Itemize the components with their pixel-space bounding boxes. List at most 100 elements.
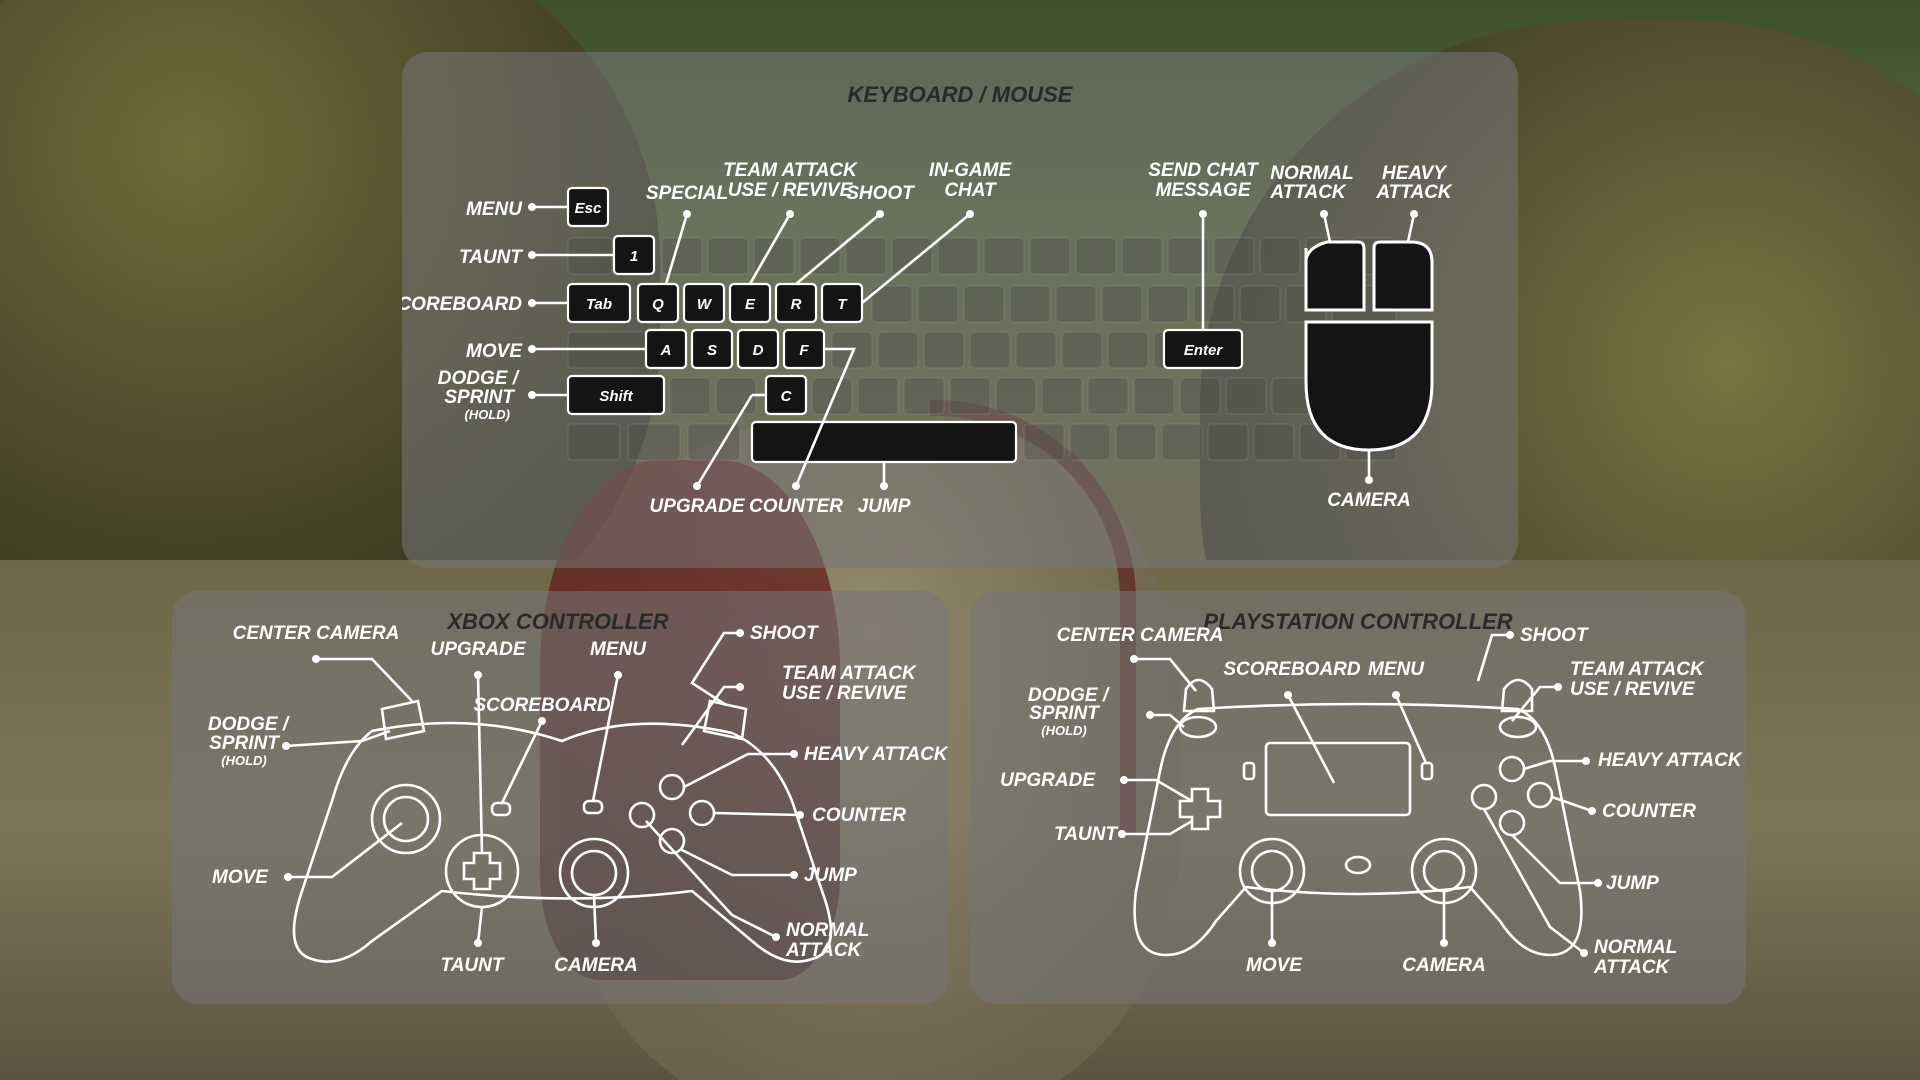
xbox-controller-panel: XBOX CONTROLLER CENTER CAMERA UPGRADE ME… [172, 591, 948, 1004]
kb-label-dodge-line1: DODGE / [438, 368, 520, 389]
xbox-label-shoot: SHOOT [750, 623, 819, 644]
ps-label-taunt: TAUNT [1054, 824, 1118, 845]
ps-label-upgrade: UPGRADE [1000, 770, 1096, 791]
ps-label-camera: CAMERA [1402, 955, 1485, 976]
kb-label-dodge-line2: SPRINT [444, 387, 515, 408]
mouse-label-heavy-line1: HEAVY [1382, 163, 1448, 184]
key-r: R [774, 282, 818, 324]
kb-label-taunt: TAUNT [459, 247, 523, 268]
key-spacebar [750, 420, 1018, 464]
kb-label-counter: COUNTER [749, 496, 843, 517]
kb-label-chat-line1: IN-GAME [929, 160, 1013, 181]
playstation-panel-title: PLAYSTATION CONTROLLER [1203, 609, 1512, 634]
ps-label-team-line2: USE / REVIVE [1570, 679, 1696, 700]
key-esc-label: Esc [575, 200, 602, 217]
kb-label-menu: MENU [466, 199, 523, 220]
xbox-label-team-line1: TEAM ATTACK [782, 663, 917, 684]
key-e-label: E [745, 296, 756, 313]
mouse-label-normal-line1: NORMAL [1270, 163, 1353, 184]
xbox-label-counter: COUNTER [812, 805, 906, 826]
key-enter: Enter [1162, 328, 1244, 370]
keyboard-mouse-panel: KEYBOARD / MOUSE [402, 52, 1518, 568]
xbox-label-menu: MENU [590, 639, 647, 660]
ps-label-scoreboard: SCOREBOARD [1223, 659, 1361, 680]
kb-label-move: MOVE [466, 341, 523, 362]
xbox-label-heavy: HEAVY ATTACK [804, 744, 948, 765]
key-f: F [782, 328, 826, 370]
key-shift-label: Shift [599, 388, 633, 405]
xbox-label-center-camera: CENTER CAMERA [233, 623, 400, 644]
xbox-label-dodge-line2: SPRINT [209, 733, 280, 754]
key-w: W [682, 282, 726, 324]
key-a: A [644, 328, 688, 370]
playstation-controller-diagram: PLAYSTATION CONTROLLER CENTER CAMERA SCO… [1000, 609, 1743, 978]
xbox-label-jump: JUMP [804, 865, 857, 886]
xbox-label-normal-line1: NORMAL [786, 920, 869, 941]
key-c-label: C [781, 388, 793, 405]
kb-label-special: SPECIAL [646, 183, 728, 204]
key-s-label: S [707, 342, 717, 359]
xbox-label-dodge-line1: DODGE / [208, 714, 290, 735]
ps-label-heavy: HEAVY ATTACK [1598, 750, 1743, 771]
ps-label-shoot: SHOOT [1520, 625, 1589, 646]
xbox-label-scoreboard: SCOREBOARD [473, 695, 611, 716]
key-c: C [764, 374, 808, 416]
kb-label-send-line2: MESSAGE [1155, 180, 1251, 201]
keyboard-mouse-diagram: KEYBOARD / MOUSE [402, 82, 1453, 517]
key-d-label: D [753, 342, 764, 359]
playstation-controller-panel: PLAYSTATION CONTROLLER CENTER CAMERA SCO… [970, 591, 1746, 1004]
kb-label-team-line2: USE / REVIVE [728, 180, 854, 201]
ps-label-menu: MENU [1368, 659, 1425, 680]
key-s: S [690, 328, 734, 370]
ps-label-dodge-line2: SPRINT [1029, 703, 1100, 724]
xbox-label-team-line2: USE / REVIVE [782, 683, 908, 704]
xbox-label-upgrade: UPGRADE [430, 639, 526, 660]
xbox-label-dodge-line3: (HOLD) [221, 753, 267, 768]
ps-label-team-line1: TEAM ATTACK [1570, 659, 1705, 680]
key-tab-label: Tab [586, 296, 612, 313]
ps-label-dodge-line1: DODGE / [1028, 685, 1110, 706]
mouse-label-normal-line2: ATTACK [1269, 182, 1347, 203]
kb-label-shoot: SHOOT [846, 183, 915, 204]
key-w-label: W [697, 296, 713, 313]
xbox-label-camera: CAMERA [554, 955, 637, 976]
key-q: Q [636, 282, 680, 324]
kb-label-team-line1: TEAM ATTACK [723, 160, 858, 181]
kb-label-send-line1: SEND CHAT [1148, 160, 1259, 181]
playstation-controller-outline [1133, 678, 1583, 957]
kb-label-scoreboard: SCOREBOARD [402, 294, 522, 315]
ps-label-jump: JUMP [1606, 873, 1659, 894]
xbox-label-move: MOVE [212, 867, 269, 888]
key-enter-label: Enter [1184, 342, 1224, 359]
key-tab: Tab [566, 282, 632, 324]
mouse-label-heavy-line2: ATTACK [1375, 182, 1453, 203]
ps-label-counter: COUNTER [1602, 801, 1696, 822]
key-shift: Shift [566, 374, 666, 416]
ps-label-dodge-line3: (HOLD) [1041, 723, 1087, 738]
xbox-label-taunt: TAUNT [441, 955, 505, 976]
key-f-label: F [799, 342, 809, 359]
key-t-label: T [837, 296, 848, 313]
key-t: T [820, 282, 864, 324]
key-a-label: A [660, 342, 672, 359]
key-1-label: 1 [630, 248, 638, 265]
xbox-label-normal-line2: ATTACK [785, 940, 863, 961]
mouse-label-camera: CAMERA [1327, 490, 1410, 511]
keyboard-panel-title: KEYBOARD / MOUSE [848, 82, 1074, 107]
ps-label-normal-line1: NORMAL [1594, 937, 1677, 958]
key-q-label: Q [652, 296, 664, 313]
xbox-panel-title: XBOX CONTROLLER [445, 609, 668, 634]
ps-label-move: MOVE [1246, 955, 1303, 976]
key-esc: Esc [566, 186, 610, 228]
key-1: 1 [612, 234, 656, 276]
kb-label-chat-line2: CHAT [944, 180, 997, 201]
kb-label-dodge-line3: (HOLD) [465, 407, 511, 422]
key-d: D [736, 328, 780, 370]
key-e: E [728, 282, 772, 324]
mouse-icon [1304, 240, 1434, 452]
ps-label-normal-line2: ATTACK [1593, 957, 1671, 978]
xbox-controller-outline [292, 699, 833, 963]
xbox-controller-diagram: XBOX CONTROLLER CENTER CAMERA UPGRADE ME… [208, 609, 948, 976]
key-r-label: R [791, 296, 802, 313]
kb-label-upgrade: UPGRADE [649, 496, 745, 517]
